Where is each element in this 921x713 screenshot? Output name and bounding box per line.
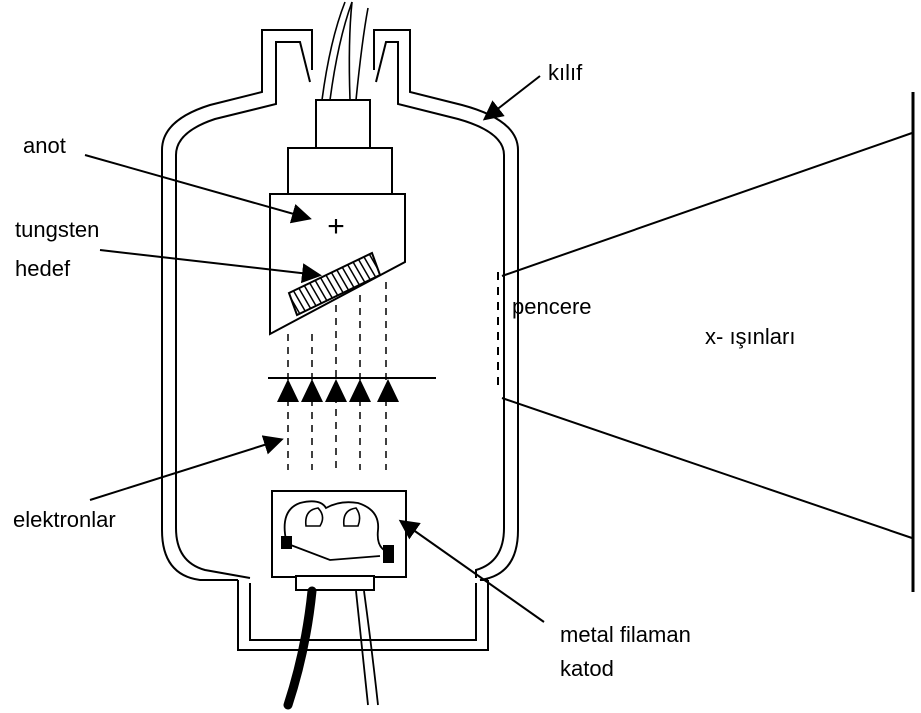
xray-beam-upper-edge	[501, 132, 913, 277]
tungsten-target	[287, 251, 382, 317]
top-lead-wire	[355, 7, 369, 101]
top-lead-wire	[321, 1, 346, 101]
filament-loop	[342, 507, 361, 527]
top-lead-wire	[348, 1, 353, 101]
label-katod: katod	[560, 656, 614, 681]
anode-base	[287, 147, 393, 195]
tube-envelope-outer	[161, 29, 519, 651]
filament-post	[281, 536, 292, 549]
anode-plus-sign: +	[327, 210, 345, 243]
filament-coil	[283, 500, 389, 553]
pointer-elektronlar	[89, 435, 284, 501]
filament-loop	[304, 507, 324, 527]
label-tungsten: tungsten	[15, 217, 100, 242]
pointer-filament	[398, 519, 545, 623]
electron-arrow	[277, 379, 299, 402]
filament-wire	[287, 543, 381, 561]
label-elektronlar: elektronlar	[13, 507, 116, 532]
pointer-tungsten	[99, 249, 322, 284]
label-pencere: pencere	[512, 294, 592, 319]
pointer-kilif	[482, 75, 541, 121]
xray-beam-lower-edge	[501, 397, 913, 539]
pointer-anot	[84, 154, 312, 224]
label-x-rays: x- ışınları	[705, 324, 796, 349]
label-hedef: hedef	[15, 256, 71, 281]
anode-stem	[315, 99, 371, 149]
filament-post	[383, 545, 394, 563]
cathode-base-plate	[295, 575, 375, 591]
bottom-lead-wire	[355, 590, 369, 706]
tube-envelope-inner	[175, 41, 505, 641]
bottom-lead-wire	[283, 586, 317, 710]
electron-arrow	[325, 379, 347, 402]
bottom-lead-wire	[363, 590, 379, 706]
label-metal-filaman: metal filaman	[560, 622, 691, 647]
top-lead-wire	[329, 1, 353, 101]
label-anot: anot	[23, 133, 66, 158]
electron-arrow	[377, 379, 399, 402]
label-kilif: kılıf	[548, 60, 583, 85]
electron-arrow	[349, 379, 371, 402]
electron-arrow	[301, 379, 323, 402]
